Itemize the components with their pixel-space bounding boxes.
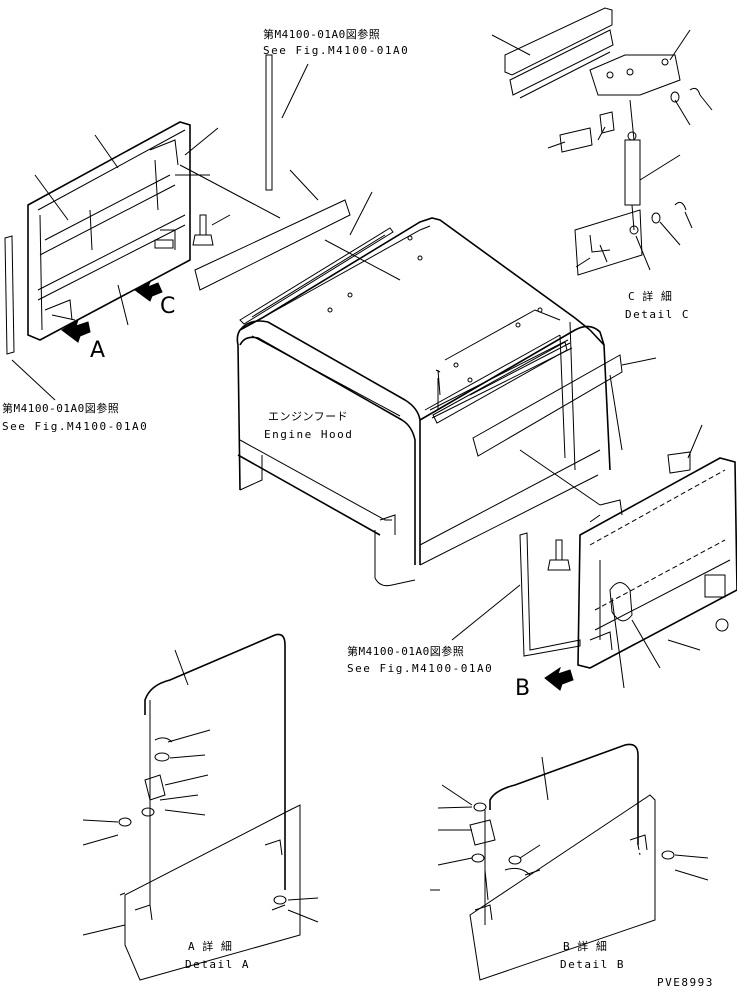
hood-seal-strips [194, 54, 623, 457]
left-door-seal [4, 235, 15, 355]
engine-hood [236, 217, 611, 587]
left-door-panel [27, 121, 191, 341]
view-b-arrow [544, 666, 574, 691]
detail-a-title-jp: A 詳 細 [188, 940, 233, 953]
ref-label-left-en: See Fig.M4100-01A0 [2, 420, 149, 433]
engine-hood-label-en: Engine Hood [264, 428, 354, 441]
view-a-arrow [61, 318, 91, 343]
detail-b-title-jp: B 詳 細 [563, 940, 608, 953]
view-c-letter: C [160, 294, 176, 319]
detail-b-assembly [469, 743, 675, 981]
ref-label-right-en: See Fig.M4100-01A0 [347, 662, 494, 675]
detail-c-title-en: Detail C [625, 308, 690, 321]
view-b-letter: B [515, 676, 531, 701]
detail-b-title-en: Detail B [560, 958, 625, 971]
detail-c-assembly [504, 7, 701, 276]
view-c-arrow [134, 280, 163, 302]
engine-hood-label-jp: エンジンフード [268, 410, 349, 423]
drawing-number: PVE8993 [657, 976, 714, 989]
detail-a-assembly [118, 633, 301, 981]
leader-lines [11, 29, 713, 936]
right-door-seal [519, 532, 581, 657]
detail-c-title-jp: C 詳 細 [628, 290, 673, 303]
ref-label-right-jp: 第M4100-01A0図参照 [347, 645, 465, 658]
bolt-left [192, 214, 214, 246]
right-door-panel [577, 451, 737, 669]
bolt-right [547, 539, 571, 571]
ref-label-top-en: See Fig.M4100-01A0 [263, 44, 410, 57]
detail-a-title-en: Detail A [185, 958, 250, 971]
ref-label-top-jp: 第M4100-01A0図参照 [263, 28, 381, 41]
knob-right [715, 618, 729, 632]
view-a-letter: A [90, 338, 106, 363]
ref-label-left-jp: 第M4100-01A0図参照 [2, 402, 120, 415]
